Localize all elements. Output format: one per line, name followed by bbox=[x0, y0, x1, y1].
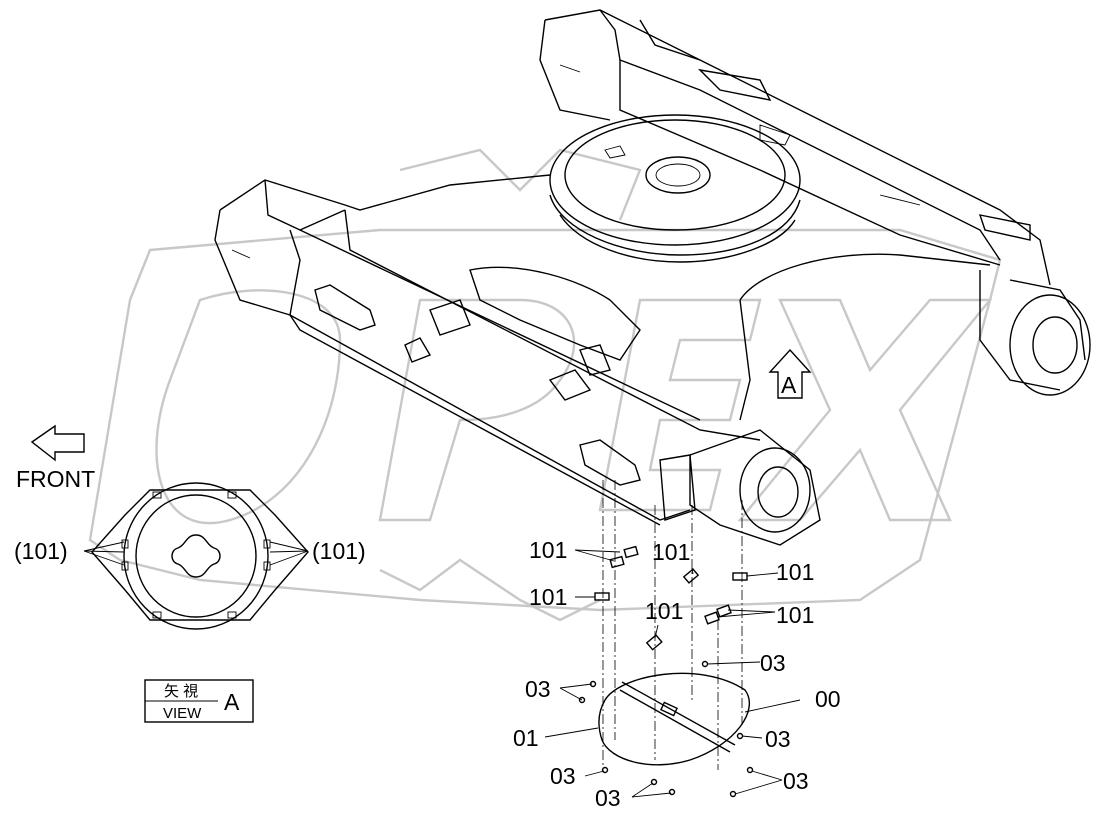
inset-view-drawing bbox=[83, 482, 309, 630]
callout-00: 00 bbox=[815, 686, 841, 712]
callout-inset-right: (101) bbox=[312, 538, 366, 564]
view-box-letter: A bbox=[224, 689, 240, 715]
callout-03-f: 03 bbox=[595, 785, 621, 811]
callout-101-b: 101 bbox=[652, 539, 690, 565]
view-box-en: VIEW bbox=[163, 705, 202, 722]
opex-watermark bbox=[88, 148, 1002, 622]
callout-labels: (101) (101) 101 101 101 101 101 101 03 0… bbox=[14, 537, 841, 811]
callout-03-a: 03 bbox=[760, 650, 786, 676]
callout-101-e: 101 bbox=[645, 598, 683, 624]
callout-101-a: 101 bbox=[529, 537, 567, 563]
view-arrow-a: A bbox=[768, 348, 812, 399]
callout-101-f: 101 bbox=[776, 602, 814, 628]
callout-01: 01 bbox=[513, 725, 539, 751]
view-label-box: 矢 視 VIEW A bbox=[144, 679, 254, 723]
callout-101-c: 101 bbox=[776, 559, 814, 585]
cover-plate-drawing bbox=[578, 545, 754, 798]
view-box-jp: 矢 視 bbox=[164, 683, 198, 700]
front-label: FRONT bbox=[16, 466, 95, 492]
callout-101-d: 101 bbox=[529, 584, 567, 610]
callout-inset-left: (101) bbox=[14, 538, 68, 564]
leader-lines bbox=[544, 549, 801, 798]
projection-lines bbox=[602, 480, 743, 770]
callout-03-c: 03 bbox=[765, 726, 791, 752]
front-arrow: FRONT bbox=[16, 424, 95, 492]
callout-03-d: 03 bbox=[550, 763, 576, 789]
view-marker-letter: A bbox=[781, 372, 797, 398]
callout-03-b: 03 bbox=[525, 676, 551, 702]
track-frame-drawing bbox=[214, 9, 1091, 546]
callout-03-e: 03 bbox=[783, 768, 809, 794]
